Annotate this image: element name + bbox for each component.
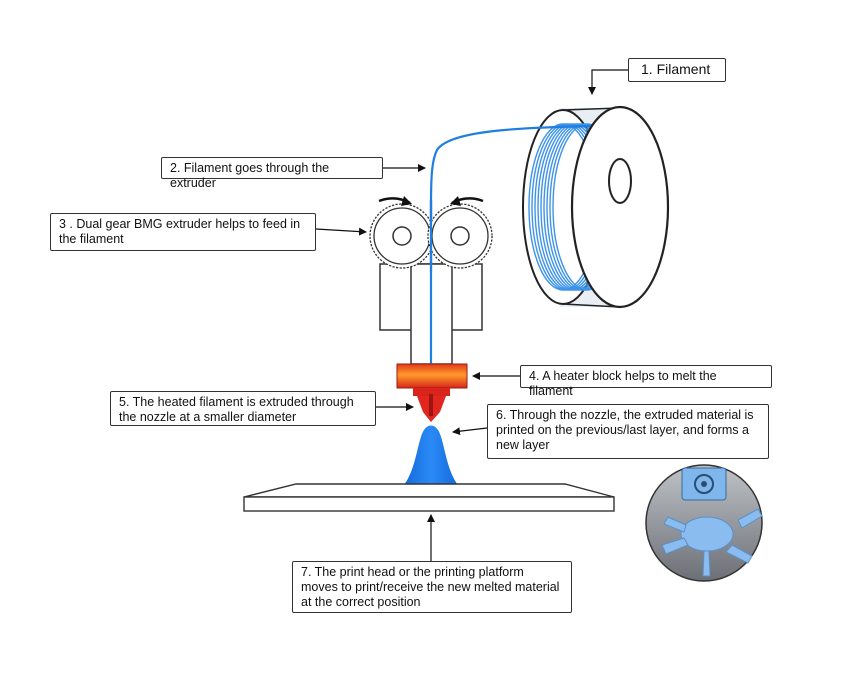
printed-material: [398, 425, 464, 491]
arrow-filament: [588, 69, 628, 95]
spool-flange: [570, 105, 670, 309]
spool-hub-hole: [608, 158, 632, 204]
print-photo-inset: [645, 464, 763, 582]
filament-strand: [429, 124, 591, 405]
drive-gears: [369, 196, 493, 272]
label-dual-gear-extruder: 3 . Dual gear BMG extruder helps to feed…: [50, 213, 316, 251]
build-platform: [243, 483, 615, 512]
callout-arrows: [315, 69, 628, 561]
label-new-layer: 6. Through the nozzle, the extruded mate…: [487, 404, 769, 459]
label-heater-block: 4. A heater block helps to melt the fila…: [520, 365, 772, 398]
label-filament: 1. Filament: [628, 58, 726, 82]
filament-spool: [522, 105, 670, 309]
extruder-body: [379, 200, 483, 405]
heater-block: [396, 363, 468, 422]
label-nozzle-extrusion: 5. The heated filament is extruded throu…: [110, 391, 376, 426]
arrow-layer: [452, 427, 488, 436]
label-extruder-path: 2. Filament goes through the extruder: [161, 157, 383, 190]
label-platform-movement: 7. The print head or the printing platfo…: [292, 561, 572, 613]
arrow-dual-gear: [315, 227, 367, 236]
